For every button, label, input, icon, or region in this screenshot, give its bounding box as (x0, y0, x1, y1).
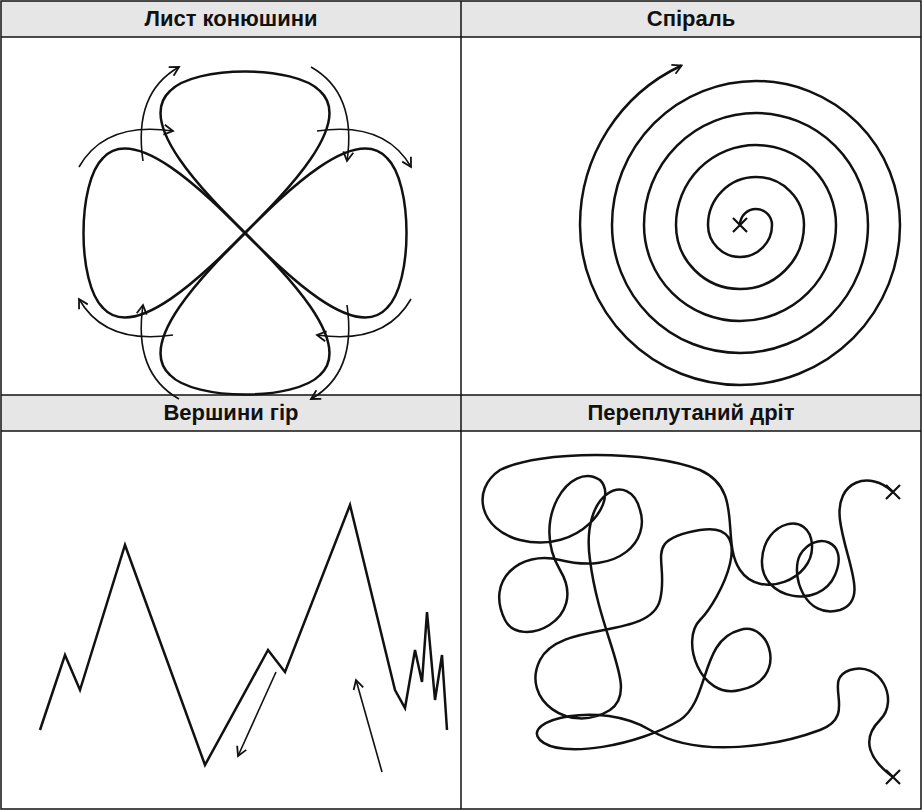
header-text: Переплутаний дріт (588, 400, 795, 426)
cross-mark (733, 218, 747, 232)
spiral-figure (580, 66, 900, 386)
tangled-wire-figure (483, 455, 900, 784)
table-header-cell: Лист конюшини (1, 1, 461, 37)
cross-mark (886, 485, 900, 499)
table-header-cell: Переплутаний дріт (461, 395, 921, 431)
table-header-cell: Спіраль (461, 1, 921, 37)
clover-figure (79, 67, 411, 399)
cross-mark (886, 770, 900, 784)
header-text: Лист конюшини (145, 6, 318, 32)
mountain-figure (40, 505, 447, 772)
header-text: Вершини гір (163, 400, 298, 426)
table-header-cell: Вершини гір (1, 395, 461, 431)
header-text: Спіраль (647, 6, 735, 32)
